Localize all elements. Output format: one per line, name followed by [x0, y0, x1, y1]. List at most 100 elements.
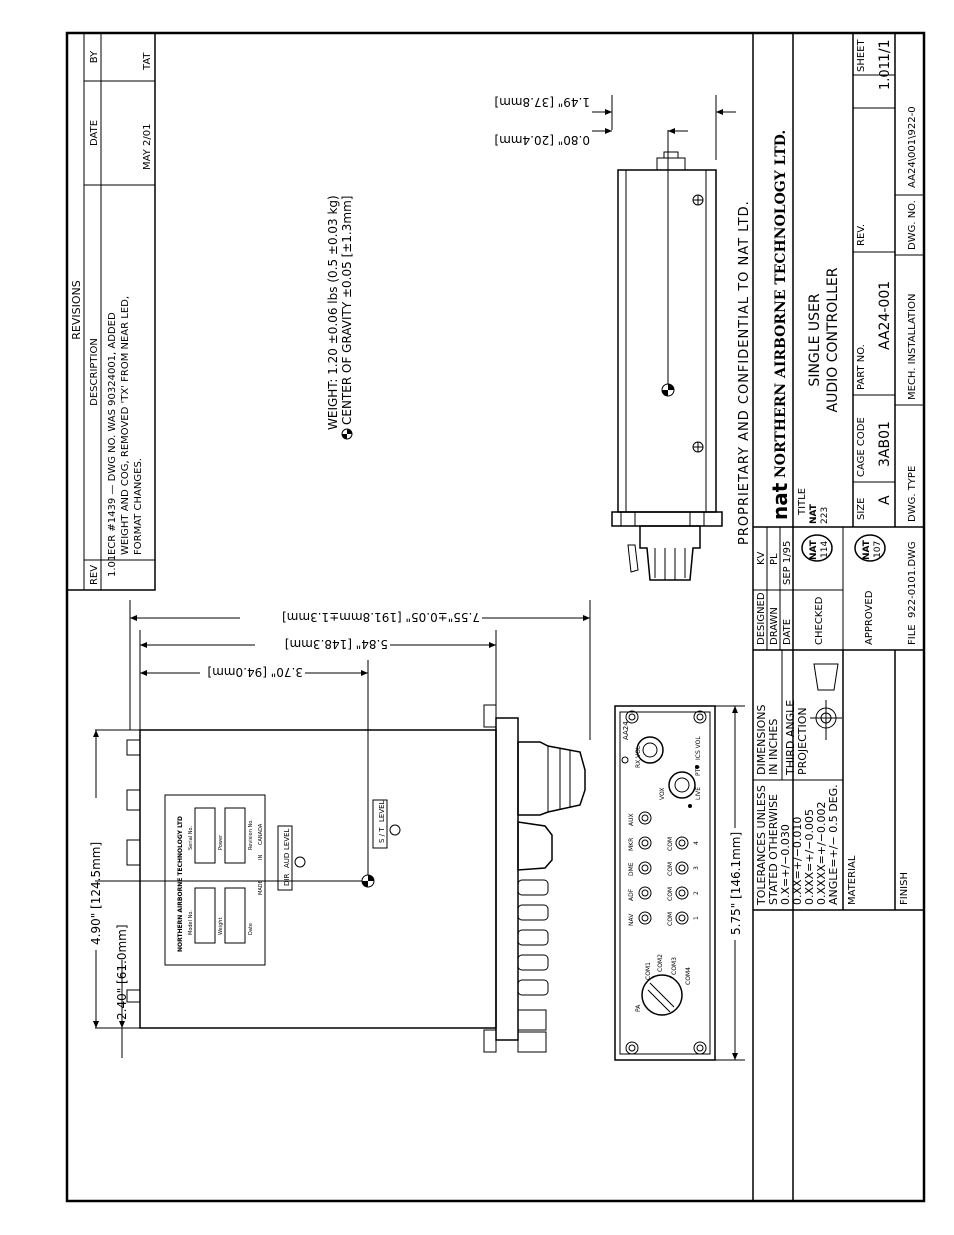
panel-com4: COM4: [685, 967, 692, 985]
weight-note: WEIGHT: 1.20 ±0.06 lbs (0.5 ±0.03 kg) CE…: [326, 195, 354, 440]
tol-line-6: 0.XXXX=+/−0.002: [815, 802, 828, 906]
cage-value: 3AB01: [877, 421, 893, 467]
panel-com-3: COM: [667, 862, 674, 876]
stamp-nat-107: [854, 534, 886, 562]
revisions-table: REVISIONS REV DESCRIPTION DATE BY 1.01 E…: [66, 32, 156, 591]
dwg-no-label: DWG. NO.: [907, 200, 918, 250]
cage-label: CAGE CODE: [856, 417, 867, 477]
plate-date: Date: [248, 923, 254, 935]
file-value: 922-0101.DWG: [907, 541, 918, 618]
tol-line-2: STATED OTHERWISE: [767, 794, 780, 905]
panel-live: LIVE: [695, 787, 702, 800]
svg-text:NAT: NAT: [809, 503, 819, 524]
dwg-type-value: MECH. INSTALLATION: [907, 294, 918, 400]
sheet-value: 1/1: [877, 39, 893, 62]
panel-vox: VOX: [659, 788, 666, 800]
dim-side-2: 0.80" [20.4mm]: [494, 133, 590, 147]
revision-date: MAY 2/01: [142, 124, 153, 170]
material-label: MATERIAL: [847, 855, 858, 905]
designed-label: DESIGNED: [756, 592, 767, 645]
revision-desc-line1: ECR #1439 — DWG NO. WAS 90324001, ADDED: [107, 312, 118, 555]
tol-line-1: TOLERANCES UNLESS: [755, 785, 768, 906]
panel-com-2: COM: [667, 887, 674, 901]
dwg-no-value: AA24\001\922-0: [907, 106, 918, 188]
panel-nav: NAV: [628, 913, 635, 926]
part-label: PART NO.: [856, 344, 867, 390]
tol-line-5: 0.XXX=+/−0.005: [803, 809, 816, 905]
approved-label: APPROVED: [864, 590, 875, 645]
drawn-label: DRAWN: [769, 607, 780, 645]
size-label: SIZE: [856, 498, 867, 520]
plate-level: LEVEL: [283, 828, 291, 850]
panel-n3: 3: [693, 866, 700, 870]
plate-revision: Revision No.: [248, 819, 254, 850]
drawn-by: PL: [769, 553, 780, 565]
tol-line-4: 0.XX=+/−0.010: [791, 817, 804, 905]
title-line-1: SINGLE USER: [807, 293, 823, 386]
title-line-2: AUDIO CONTROLLER: [825, 267, 841, 412]
panel-n1: 1: [693, 916, 700, 920]
part-value: AA24-001: [877, 281, 893, 350]
date-label: DATE: [782, 619, 793, 645]
rev-value: 1.01: [878, 61, 893, 90]
dim-height-total: 4.90" [124.5mm]: [89, 842, 103, 945]
stamp-nat-114: [801, 534, 833, 562]
panel-model: AA24: [622, 721, 630, 740]
cog-text: CENTER OF GRAVITY ±0.05 [±1.3mm]: [340, 196, 354, 425]
dim-length-body: 5.84" [148.3mm]: [285, 637, 388, 651]
sheet-label: SHEET: [856, 38, 867, 72]
title-block: TOLERANCES UNLESS STATED OTHERWISE 0.X=+…: [752, 32, 925, 1202]
plate-in: IN: [258, 855, 264, 860]
panel-rx-vol: RX VOL: [635, 745, 642, 768]
plate-level2: LEVEL: [378, 800, 386, 822]
panel-adf: ADF: [628, 888, 635, 901]
revision-rev: 1.01: [107, 555, 118, 577]
svg-text:NAT: NAT: [809, 539, 819, 560]
panel-mkr: MKR: [628, 838, 635, 851]
description-col-header: DESCRIPTION: [89, 338, 100, 406]
checked-label: CHECKED: [814, 596, 825, 645]
panel-com2: COM2: [657, 954, 664, 972]
revision-desc-line3: FORMAT CHANGES.: [133, 458, 144, 555]
by-col-header: BY: [89, 50, 100, 63]
plate-model: Model No.: [188, 910, 194, 935]
plate-serial: Serial No.: [188, 826, 194, 850]
rev-col-header: REV: [89, 565, 100, 585]
panel-pa: PA: [635, 1004, 642, 1012]
finish-label: FINISH: [899, 872, 910, 905]
front-panel-view: PA COM1 COM2 COM3 COM4 NAV ADF DME MKR A…: [614, 705, 745, 1061]
plate-weight: Weight: [218, 918, 224, 935]
projection-1: THIRD ANGLE: [784, 700, 797, 776]
panel-ics-vol: ICS VOL: [695, 736, 702, 760]
plate-power: Power: [218, 834, 224, 850]
company-logo: nat: [768, 482, 792, 520]
top-view: NORTHERN AIRBORNE TECHNOLOGY LTD Model N…: [89, 600, 591, 1058]
dim-length-total: 7.55"±0.05" [191.8mm±1.3mm]: [282, 610, 480, 624]
rev-label: REV.: [856, 224, 867, 246]
weight-text: WEIGHT: 1.20 ±0.06 lbs (0.5 ±0.03 kg): [326, 195, 340, 430]
svg-text:114: 114: [820, 541, 830, 558]
revisions-title: REVISIONS: [70, 280, 83, 339]
dim-units-1: DIMENSIONS: [755, 705, 768, 775]
designed-by: KV: [756, 551, 767, 565]
svg-text:107: 107: [873, 541, 883, 558]
dim-length-cog: 3.70" [94.0mm]: [207, 665, 303, 679]
dim-units-2: IN INCHES: [767, 719, 780, 775]
plate-brand: NORTHERN AIRBORNE TECHNOLOGY LTD: [177, 816, 184, 952]
tol-line-3: 0.X=+/−0.030: [779, 824, 792, 905]
side-view: 1.49" [37.8mm] 0.80" [20.4mm]: [494, 95, 736, 581]
dim-side-1: 1.49" [37.8mm]: [494, 95, 590, 109]
panel-n2: 2: [693, 891, 700, 895]
panel-com1: COM1: [645, 962, 652, 980]
dim-panel-width: 5.75" [146.1mm]: [729, 832, 743, 935]
file-label: FILE: [907, 624, 918, 645]
projection-2: PROJECTION: [796, 707, 809, 775]
tol-line-7: ANGLE=+/− 0.5 DEG.: [827, 784, 840, 905]
size-value: A: [877, 495, 893, 505]
plate-dir: DIR: [283, 874, 291, 886]
plate-made: MADE: [258, 880, 264, 895]
panel-com3: COM3: [671, 957, 678, 975]
svg-text:NAT: NAT: [862, 539, 872, 560]
confidential-note: PROPRIETARY AND CONFIDENTIAL TO NAT LTD.: [737, 200, 752, 545]
